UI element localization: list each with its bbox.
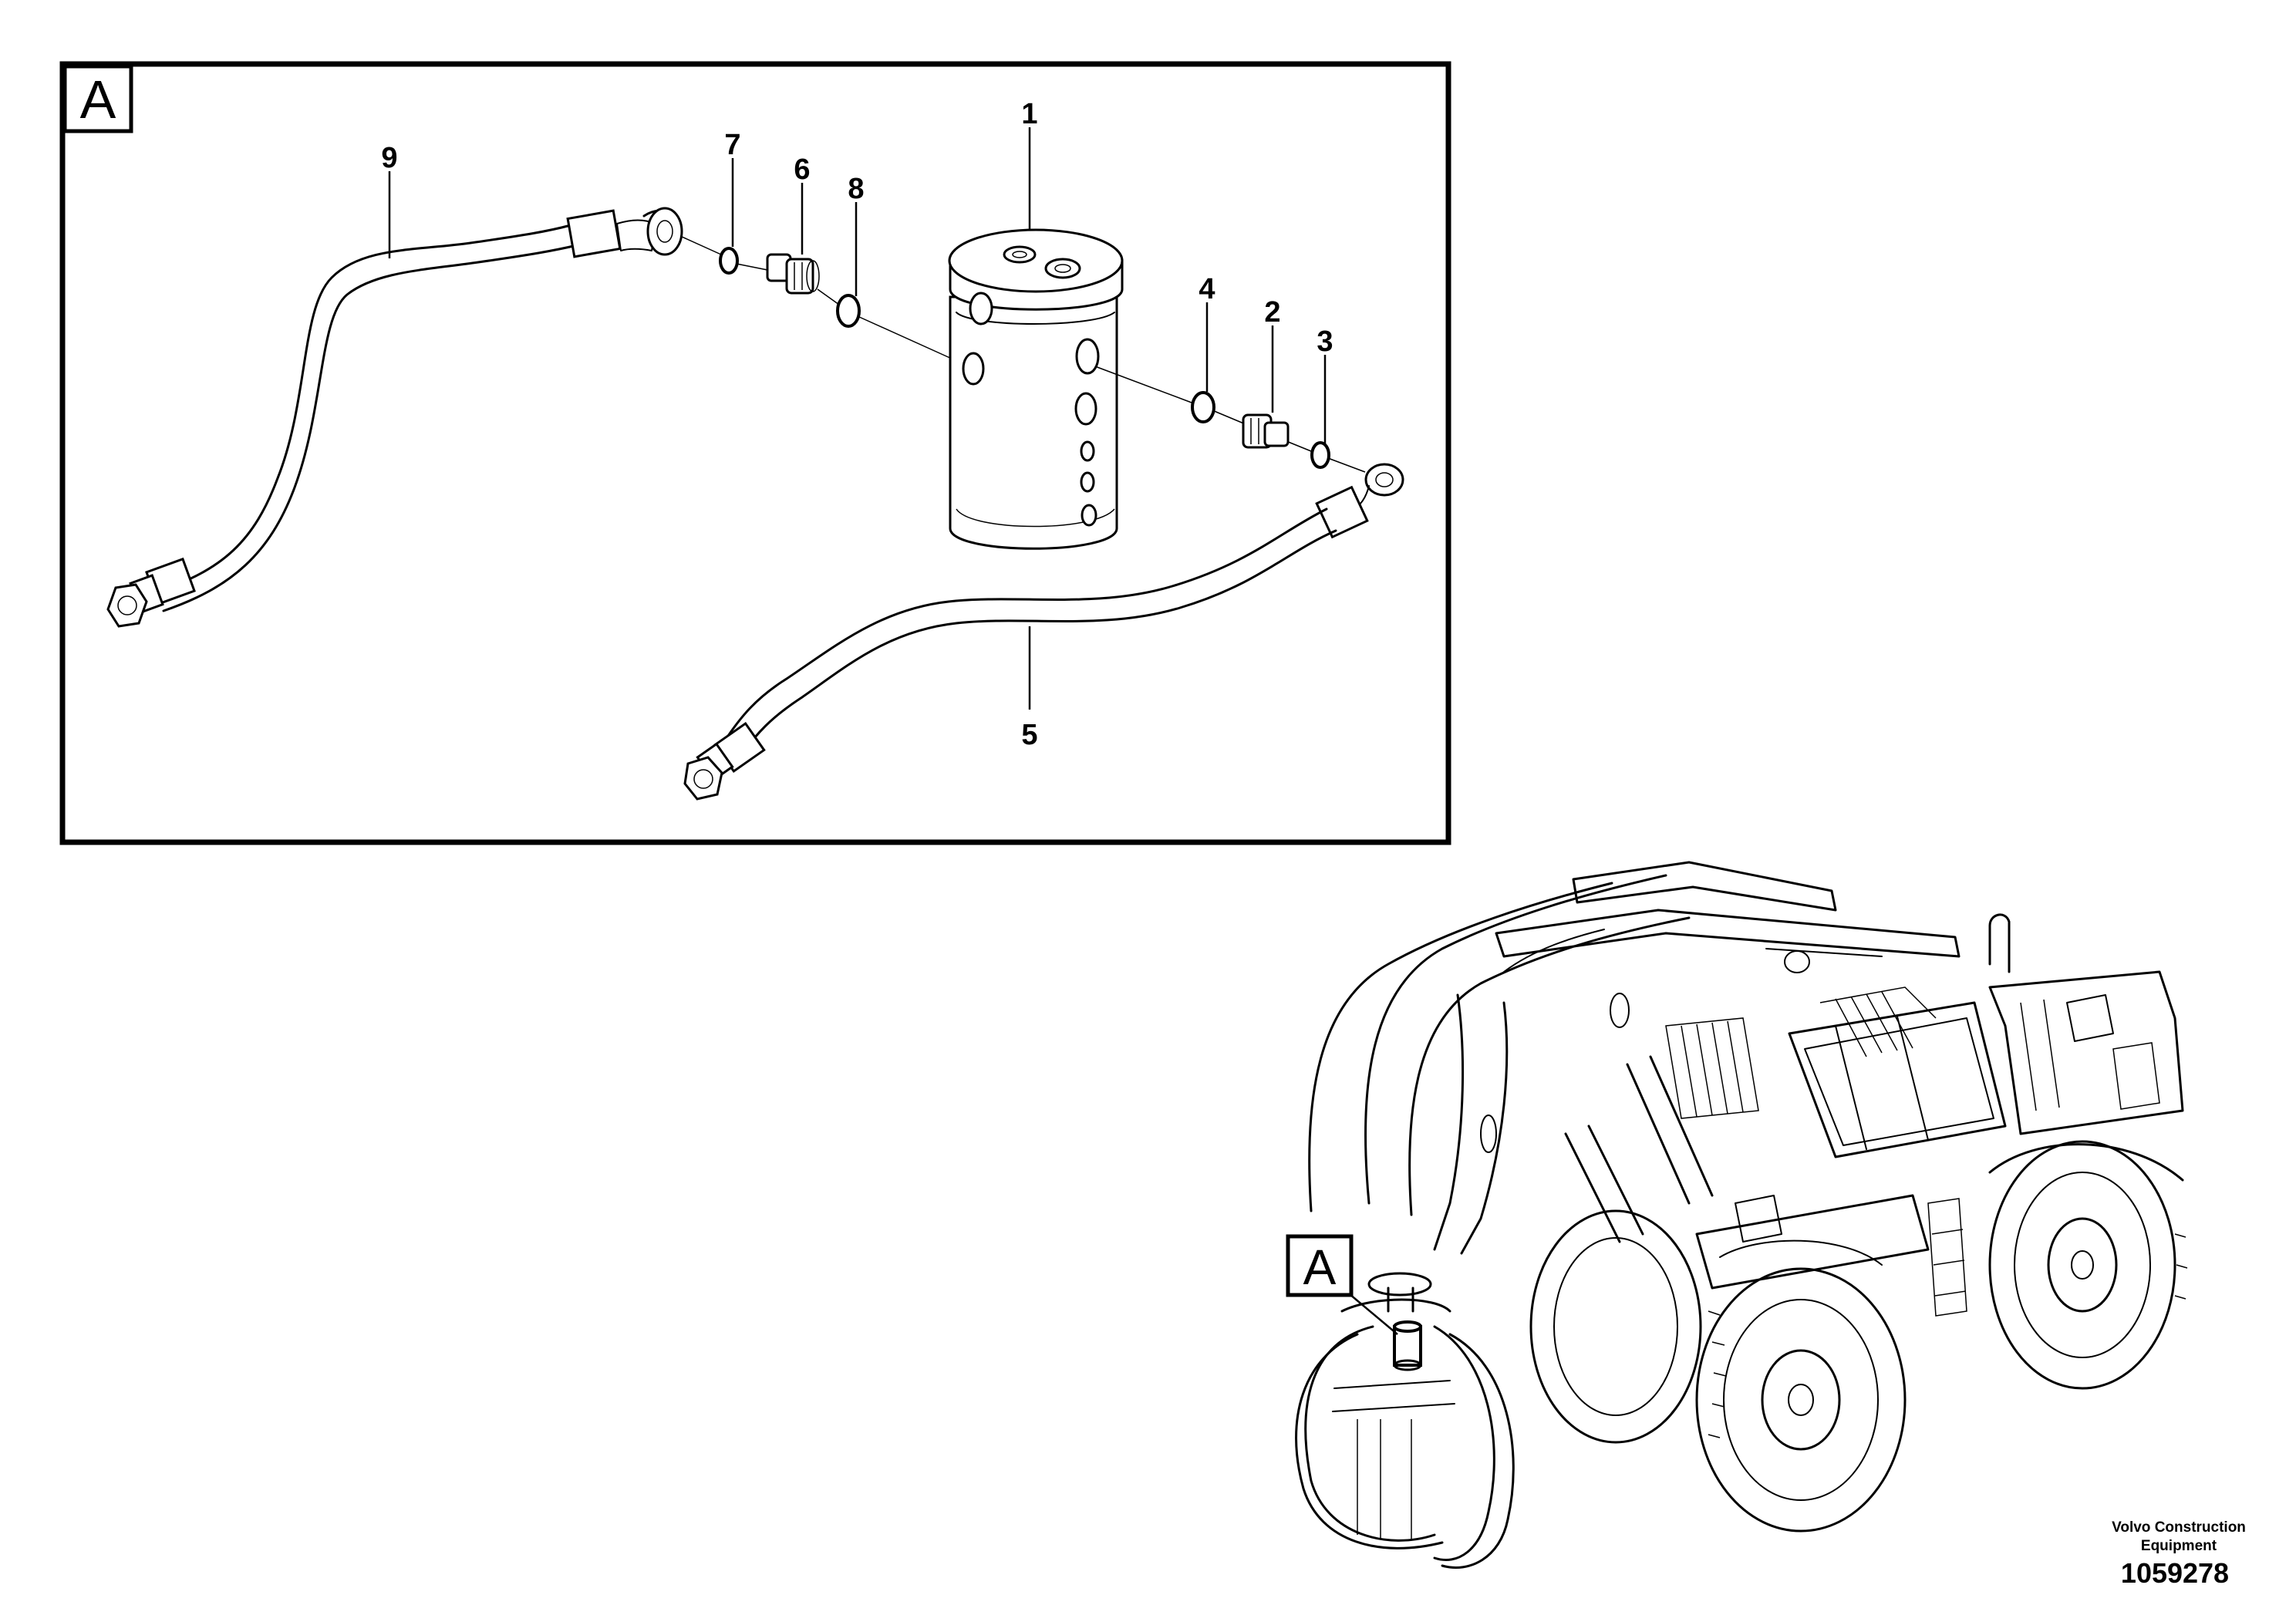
view-label-box [62,64,133,133]
callout-7: 7 [724,129,741,247]
callout-5: 5 [1021,626,1038,751]
drawing-number: 1059278 [2121,1557,2229,1589]
callout-9: 9 [381,142,398,258]
callout-3-label: 3 [1317,325,1333,358]
callout-5-label: 5 [1021,719,1037,751]
callout-1: 1 [1021,98,1038,230]
detail-view-frame: A [59,61,1451,845]
part-8-o-ring [836,294,861,328]
part-5-hose [683,463,1404,801]
overview-view-label-text: A [1303,1239,1337,1295]
part-2-adapter [1242,413,1290,449]
callout-2: 2 [1264,296,1281,413]
part-1-swivel [948,228,1124,550]
credit-line-1: Volvo Construction [2112,1519,2246,1536]
part-9-hose [106,207,683,628]
callout-4-label: 4 [1199,273,1215,305]
callout-7-label: 7 [724,129,740,161]
footer-credit: Volvo Construction Equipment 1059278 [2112,1519,2246,1589]
part-4-o-ring [1191,391,1215,423]
view-label: A [80,69,116,130]
callout-6: 6 [794,153,811,255]
part-6-adapter [766,253,820,295]
callout-8-label: 8 [848,173,864,205]
callout-1-label: 1 [1021,98,1037,130]
callout-6-label: 6 [794,153,810,186]
part-7-o-ring [719,247,739,275]
callout-8: 8 [848,173,865,296]
callout-4: 4 [1199,273,1215,392]
callout-9-label: 9 [381,142,397,174]
callout-2-label: 2 [1264,296,1280,329]
part-3-o-ring [1310,441,1330,469]
credit-line-2: Equipment [2141,1538,2217,1554]
overview-view-label: A [1286,1234,1354,1297]
wheel-loader-overview [1295,861,2188,1569]
callout-3: 3 [1317,325,1333,443]
